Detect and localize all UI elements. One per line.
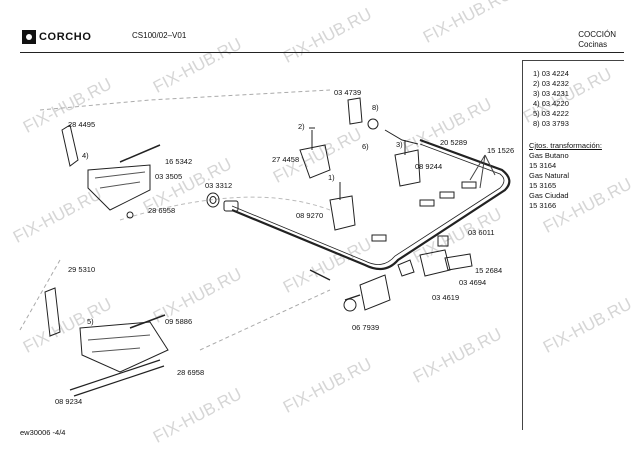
part-label: 16 5342 xyxy=(165,157,193,166)
rail-08-9234 xyxy=(69,359,165,397)
conversion-kit-line: 15 3164 xyxy=(529,161,557,170)
seal-ring-8 xyxy=(367,118,379,130)
parts-legend: 1) 03 4224 2) 03 4232 3) 03 4231 4) 03 4… xyxy=(522,60,624,430)
part-label: 03 6011 xyxy=(468,228,495,237)
thermocouple-lead xyxy=(384,129,419,145)
igniter-16-5342 xyxy=(119,144,161,163)
part-label: 03 4694 xyxy=(459,278,487,287)
part-label: 2) xyxy=(298,122,305,131)
part-label: 28 6958 xyxy=(148,206,176,215)
part-label: 03 4739 xyxy=(334,88,362,97)
conversion-kit-line: Gas Butano xyxy=(529,151,569,160)
brand-mark-icon xyxy=(22,30,36,44)
diagram-drawing xyxy=(19,89,511,397)
part-label: 8) xyxy=(372,103,379,112)
header-divider xyxy=(20,52,624,53)
conversion-kit-line: 15 3165 xyxy=(529,181,557,190)
exploded-parts-diagram: 03 4739 8) 28 4495 2) 3) 20 5289 4) 6) 1… xyxy=(0,60,520,420)
control-plate-28-6958 xyxy=(79,321,169,373)
pipe-end-fitting xyxy=(223,200,239,212)
watermark-text: FIX-HUB.RU xyxy=(280,4,375,67)
legend-item: 4) 03 4220 xyxy=(533,99,569,108)
brand-logo: CORCHO xyxy=(22,30,96,44)
seal-ring-03-3312 xyxy=(206,192,220,208)
part-label: 06 7939 xyxy=(352,323,380,332)
valve-03-4694 xyxy=(419,249,451,277)
part-label: 03 4619 xyxy=(432,293,460,302)
brand-name: CORCHO xyxy=(39,31,92,43)
control-plate-03-3505 xyxy=(87,164,151,211)
burner-valve-3 xyxy=(394,149,421,187)
cooktop-outline xyxy=(19,89,331,351)
part-label: 5) xyxy=(87,317,94,326)
part-label: 20 5289 xyxy=(440,138,468,147)
connector-03-6011 xyxy=(437,235,449,247)
valve-15-2684 xyxy=(444,253,473,271)
part-label: 15 2684 xyxy=(475,266,503,275)
conversion-kit-line: 15 3166 xyxy=(529,201,557,210)
conversion-kits-title: Cjtos. transformación: xyxy=(529,141,602,150)
model-code: CS100/02–V01 xyxy=(132,31,187,40)
part-label: 4) xyxy=(82,151,89,160)
part-label: 6) xyxy=(362,142,369,151)
legend-item: 8) 03 3793 xyxy=(533,119,569,128)
valve-03-4619 xyxy=(397,259,415,277)
conversion-kit-line: Gas Ciudad xyxy=(529,191,569,200)
igniter-09-5886 xyxy=(129,314,166,329)
burner-valve-1 xyxy=(329,195,356,231)
legend-item: 5) 03 4222 xyxy=(533,109,569,118)
connector-row xyxy=(371,181,477,242)
bracket-29-5310 xyxy=(44,287,61,337)
section-title: COCCIÓN Cocinas xyxy=(578,30,616,50)
part-label: 09 5886 xyxy=(165,317,193,326)
gas-manifold-pipe-inner xyxy=(231,143,505,265)
cooktop-outline-inner xyxy=(119,196,331,221)
injector-03-4739 xyxy=(347,97,363,125)
gas-manifold-pipe xyxy=(231,138,511,271)
part-label: 3) xyxy=(396,140,403,149)
burner-valve-2 xyxy=(299,144,331,179)
legend-item: 2) 03 4232 xyxy=(533,79,569,88)
part-label: 29 5310 xyxy=(68,265,96,274)
seal-ring-03-3312-inner xyxy=(209,196,217,204)
pointer-15-1526 xyxy=(469,154,496,189)
screw-28-6958 xyxy=(126,211,134,219)
watermark-text: FIX-HUB.RU xyxy=(420,0,515,47)
section-title-main: COCCIÓN xyxy=(578,30,616,39)
part-label: 28 6958 xyxy=(177,368,205,377)
legend-item: 3) 03 4231 xyxy=(533,89,569,98)
legend-item: 1) 03 4224 xyxy=(533,69,569,78)
part-label: 03 3312 xyxy=(205,181,233,190)
part-label: 28 4495 xyxy=(68,120,96,129)
conversion-kit-line: Gas Natural xyxy=(529,171,570,180)
conversion-kits: Cjtos. transformación: Gas Butano 15 316… xyxy=(529,141,602,211)
part-label: 08 9234 xyxy=(55,397,83,406)
nut-06-7939 xyxy=(343,298,357,312)
footer-code: ew30006 -4/4 xyxy=(20,428,66,437)
part-label: 27 4458 xyxy=(272,155,300,164)
burner-valve-06-7939 xyxy=(359,274,391,311)
part-label: 08 9270 xyxy=(296,211,324,220)
part-label: 15 1526 xyxy=(487,146,515,155)
bracket-28-4495 xyxy=(61,124,79,167)
legend-list: 1) 03 4224 2) 03 4232 3) 03 4231 4) 03 4… xyxy=(533,69,569,129)
part-label: 1) xyxy=(328,173,335,182)
section-title-sub: Cocinas xyxy=(578,40,608,49)
part-label: 03 3505 xyxy=(155,172,183,181)
part-label: 08 9244 xyxy=(415,162,443,171)
